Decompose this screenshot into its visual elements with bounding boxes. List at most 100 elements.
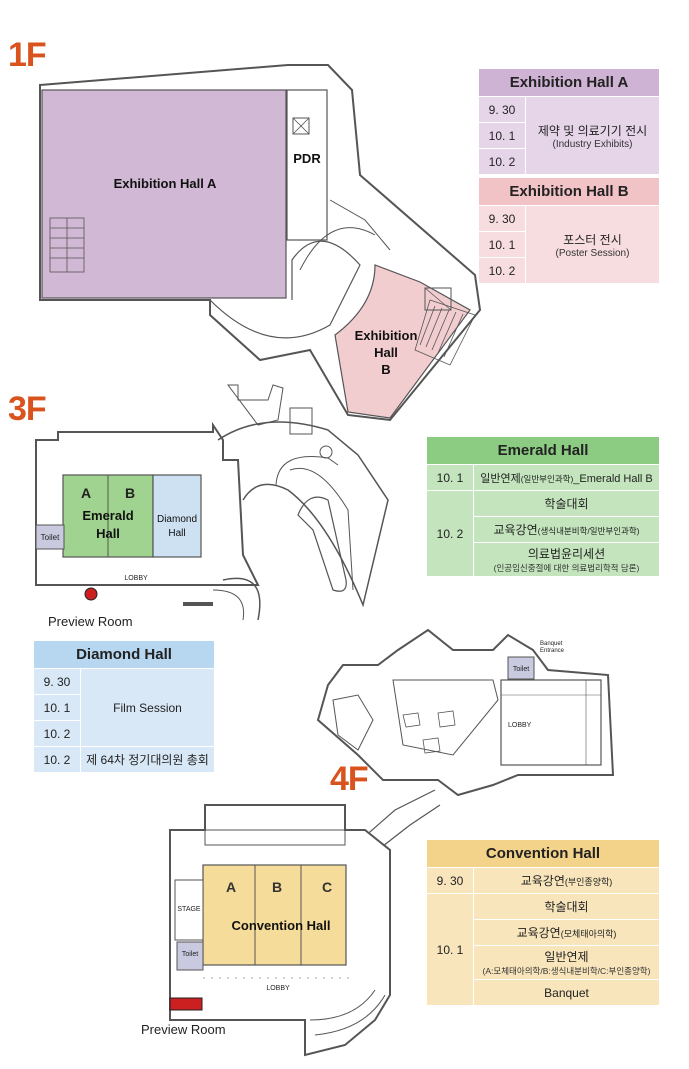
table-diamond-hall: Diamond Hall 9. 30 Film Session 10. 1 10… bbox=[33, 640, 215, 773]
program-sub-text: (Industry Exhibits) bbox=[552, 138, 633, 150]
room-toilet-4f-upper bbox=[507, 656, 535, 680]
stairs-icon bbox=[49, 217, 85, 273]
label-lobby-3f: LOBBY bbox=[124, 575, 148, 582]
program-text: 포스터 전시 bbox=[563, 232, 622, 247]
escalator-icon bbox=[414, 299, 476, 366]
date-cell: 10. 1 bbox=[426, 464, 474, 491]
program-cell: 의료법윤리세션 (인공임신중절에 대한 의료법리학적 담론) bbox=[473, 542, 660, 577]
label-exhibition-hall-b-line1: Exhibition bbox=[355, 328, 418, 343]
program-paren-text: (모체태아의학) bbox=[560, 929, 617, 939]
curved-corridor bbox=[209, 240, 361, 339]
date-cell: 10. 2 bbox=[426, 490, 474, 577]
date-cell: 10. 2 bbox=[478, 257, 526, 284]
program-cell: Film Session bbox=[80, 668, 215, 747]
date-cell: 9. 30 bbox=[426, 867, 474, 894]
program-sub-text: (Poster Session) bbox=[555, 247, 630, 259]
label-stage: STAGE bbox=[177, 906, 201, 913]
date-cell: 10. 2 bbox=[478, 148, 526, 175]
label-lobby-4f: LOBBY bbox=[266, 985, 290, 992]
room-exhibition-hall-a bbox=[41, 89, 287, 299]
label-exhibition-hall-b-line2: Hall bbox=[374, 345, 398, 360]
table-exhibition-hall-b: Exhibition Hall B 9. 30 포스터 전시 (Poster S… bbox=[478, 177, 660, 284]
program-cell: 포스터 전시 (Poster Session) bbox=[525, 205, 660, 284]
floor-plan-1f: Exhibition Hall A PDR Exhibition Hall B bbox=[39, 64, 482, 422]
program-cell: 제약 및 의료기기 전시 (Industry Exhibits) bbox=[525, 96, 660, 175]
program-cell: 학술대회 bbox=[473, 893, 660, 920]
stair-icon bbox=[319, 445, 333, 459]
date-cell: 10. 2 bbox=[33, 720, 81, 747]
room-stage bbox=[174, 879, 204, 941]
date-cell: 10. 1 bbox=[478, 122, 526, 149]
program-cell: Banquet bbox=[473, 979, 660, 1006]
program-text: 일반연제 bbox=[544, 950, 589, 964]
label-banquet-entrance-line2: Entrance bbox=[540, 648, 565, 654]
preview-room-label-4f: Preview Room bbox=[141, 1022, 226, 1037]
room-toilet-4f bbox=[176, 941, 204, 971]
program-text: 일반연제 bbox=[480, 472, 521, 485]
label-exhibition-hall-a: Exhibition Hall A bbox=[114, 176, 217, 191]
program-text: 의료법윤리세션 bbox=[527, 547, 606, 561]
label-lobby-4f-upper: LOBBY bbox=[508, 722, 532, 729]
program-tail-text: _Emerald Hall B bbox=[573, 472, 653, 485]
room-convention-hall bbox=[202, 864, 347, 966]
floor-label-4f: 4F bbox=[330, 760, 369, 798]
label-pdr: PDR bbox=[293, 151, 321, 166]
label-convention-a: A bbox=[226, 879, 236, 895]
floor-plan-3f: A B Emerald Hall Diamond Hall Toilet LOB… bbox=[35, 384, 389, 621]
date-cell: 10. 1 bbox=[426, 893, 474, 1006]
label-convention-hall: Convention Hall bbox=[232, 918, 331, 933]
room-toilet-3f bbox=[35, 524, 65, 550]
preview-room-label-3f: Preview Room bbox=[48, 614, 133, 629]
program-cell: 일반연제 (A:모체태아의학/B:생식내분비학/C:부인종양학) bbox=[473, 945, 660, 980]
label-toilet-4f-upper: Toilet bbox=[513, 666, 529, 673]
program-sub-text: (A:모체태아의학/B:생식내분비학/C:부인종양학) bbox=[482, 966, 651, 976]
date-cell: 10. 2 bbox=[33, 746, 81, 773]
program-cell: 교육강연(모체태아의학) bbox=[473, 919, 660, 946]
date-cell: 9. 30 bbox=[33, 668, 81, 695]
table-title: Exhibition Hall A bbox=[478, 68, 660, 97]
date-cell: 10. 1 bbox=[478, 231, 526, 258]
program-sub-text: (인공임신중절에 대한 의료법리학적 담론) bbox=[493, 563, 640, 573]
building-outline-4f-upper bbox=[316, 628, 615, 797]
elevator-icon bbox=[292, 117, 310, 135]
label-emerald-line1: Emerald bbox=[82, 508, 133, 523]
label-diamond-line2: Hall bbox=[168, 528, 185, 539]
table-title: Emerald Hall bbox=[426, 436, 660, 465]
program-paren-text: (부인종양학) bbox=[564, 877, 613, 887]
label-diamond-line1: Diamond bbox=[157, 514, 197, 525]
program-cell: 일반연제(일반부인과학)_Emerald Hall B bbox=[473, 464, 660, 491]
table-exhibition-hall-a: Exhibition Hall A 9. 30 제약 및 의료기기 전시 (In… bbox=[478, 68, 660, 175]
room-diamond-hall bbox=[152, 474, 202, 558]
table-title: Exhibition Hall B bbox=[478, 177, 660, 206]
program-text: 교육강연 bbox=[493, 523, 538, 537]
table-title: Convention Hall bbox=[426, 839, 660, 868]
label-banquet-entrance-line1: Banquet bbox=[540, 641, 563, 647]
label-toilet-4f: Toilet bbox=[182, 951, 198, 958]
program-cell: 교육강연(부인종양학) bbox=[473, 867, 660, 894]
label-emerald-line2: Hall bbox=[96, 526, 120, 541]
floor-plan-4f: A B C Convention Hall STAGE Toilet LOBBY bbox=[169, 789, 441, 1057]
room-pdr bbox=[286, 89, 328, 241]
preview-room-marker-3f bbox=[84, 587, 98, 601]
program-cell: 학술대회 bbox=[473, 490, 660, 517]
program-cell: 교육강연(생식내분비학/일반부인과학) bbox=[473, 516, 660, 543]
floor-label-1f: 1F bbox=[8, 36, 47, 74]
table-title: Diamond Hall bbox=[33, 640, 215, 669]
label-convention-b: B bbox=[272, 879, 282, 895]
date-cell: 9. 30 bbox=[478, 96, 526, 123]
label-convention-c: C bbox=[322, 879, 332, 895]
label-toilet-3f: Toilet bbox=[41, 533, 60, 542]
program-text: 제약 및 의료기기 전시 bbox=[537, 123, 648, 138]
label-emerald-b: B bbox=[125, 485, 135, 501]
program-paren-text: (일반부인과학) bbox=[520, 473, 574, 484]
program-text: 교육강연 bbox=[520, 874, 565, 888]
date-cell: 9. 30 bbox=[478, 205, 526, 232]
program-text: 교육강연 bbox=[516, 926, 561, 940]
label-exhibition-hall-b-line3: B bbox=[381, 362, 390, 377]
program-cell: 제 64차 정기대의원 총회 bbox=[80, 746, 215, 773]
room-preview-4f bbox=[169, 997, 203, 1011]
date-cell: 10. 1 bbox=[33, 694, 81, 721]
floor-plan-4f-upper: Banquet Entrance Toilet LOBBY bbox=[316, 628, 615, 797]
program-paren-text: (생식내분비학/일반부인과학) bbox=[537, 526, 640, 536]
table-convention-hall: Convention Hall 9. 30 교육강연(부인종양학) 10. 1 … bbox=[426, 839, 660, 1006]
